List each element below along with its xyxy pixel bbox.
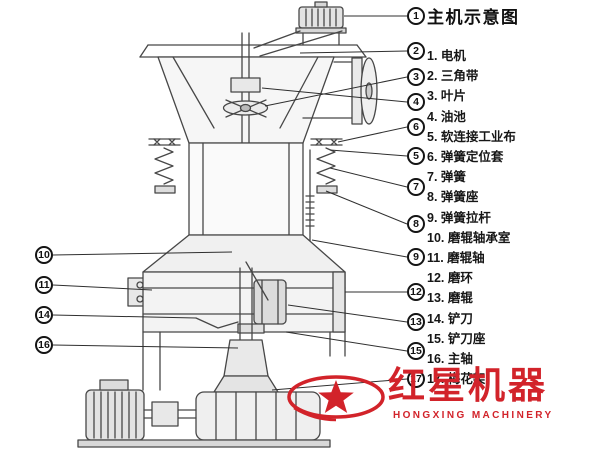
callout-9: 9 <box>407 248 425 266</box>
legend-item-13: 13. 磨辊 <box>427 291 473 306</box>
callout-8: 8 <box>407 215 425 233</box>
callout-7: 7 <box>407 178 425 196</box>
callout-11: 11 <box>35 276 53 294</box>
legend-item-11: 11. 磨辊轴 <box>427 251 485 266</box>
callout-10: 10 <box>35 246 53 264</box>
machine-body <box>77 1 378 448</box>
legend-item-3: 3. 叶片 <box>427 89 466 104</box>
callout-1: 1 <box>407 7 425 25</box>
callout-4: 4 <box>407 93 425 111</box>
callout-2: 2 <box>407 42 425 60</box>
callout-14: 14 <box>35 306 53 324</box>
legend-item-10: 10. 磨辊轴承室 <box>427 230 511 245</box>
legend-item-12: 12. 磨环 <box>427 271 473 286</box>
callout-17: 17 <box>407 370 425 388</box>
legend-item-5: 5. 软连接工业布 <box>427 129 516 144</box>
hongxing-star-logo-icon <box>287 375 385 422</box>
watermark-sub-text: HONGXING MACHINERY <box>393 410 554 421</box>
callout-3: 3 <box>407 68 425 86</box>
legend-item-16: 16. 主轴 <box>427 352 473 367</box>
legend-item-4: 4. 油池 <box>427 109 466 124</box>
callout-13: 13 <box>407 313 425 331</box>
callout-12: 12 <box>407 283 425 301</box>
parts-legend: 主机示意图 1. 电机 2. 三角带 3. 叶片 4. 油池 5. 软连接工业布… <box>427 6 597 389</box>
brand-watermark: 红星机器 HONGXING MACHINERY <box>286 360 598 448</box>
callout-15: 15 <box>407 342 425 360</box>
legend-item-15: 15. 铲刀座 <box>427 331 486 346</box>
legend-item-9: 9. 弹簧拉杆 <box>427 210 491 225</box>
legend-item-14: 14. 铲刀 <box>427 311 473 326</box>
watermark-brand-text: 红星机器 <box>388 365 548 406</box>
legend-title: 主机示意图 <box>427 8 520 27</box>
legend-list: 1. 电机 2. 三角带 3. 叶片 4. 油池 5. 软连接工业布 6. 弹簧… <box>427 46 597 389</box>
legend-item-17: 17. 梅花架 <box>427 372 486 387</box>
legend-item-2: 2. 三角带 <box>427 69 479 84</box>
callout-6: 6 <box>407 118 425 136</box>
callout-16: 16 <box>35 336 53 354</box>
legend-item-6: 6. 弹簧定位套 <box>427 150 504 165</box>
legend-item-8: 8. 弹簧座 <box>427 190 479 205</box>
leader-lines <box>52 15 408 391</box>
legend-item-1: 1. 电机 <box>427 49 466 63</box>
callout-5: 5 <box>407 147 425 165</box>
legend-item-7: 7. 弹簧 <box>427 170 466 185</box>
